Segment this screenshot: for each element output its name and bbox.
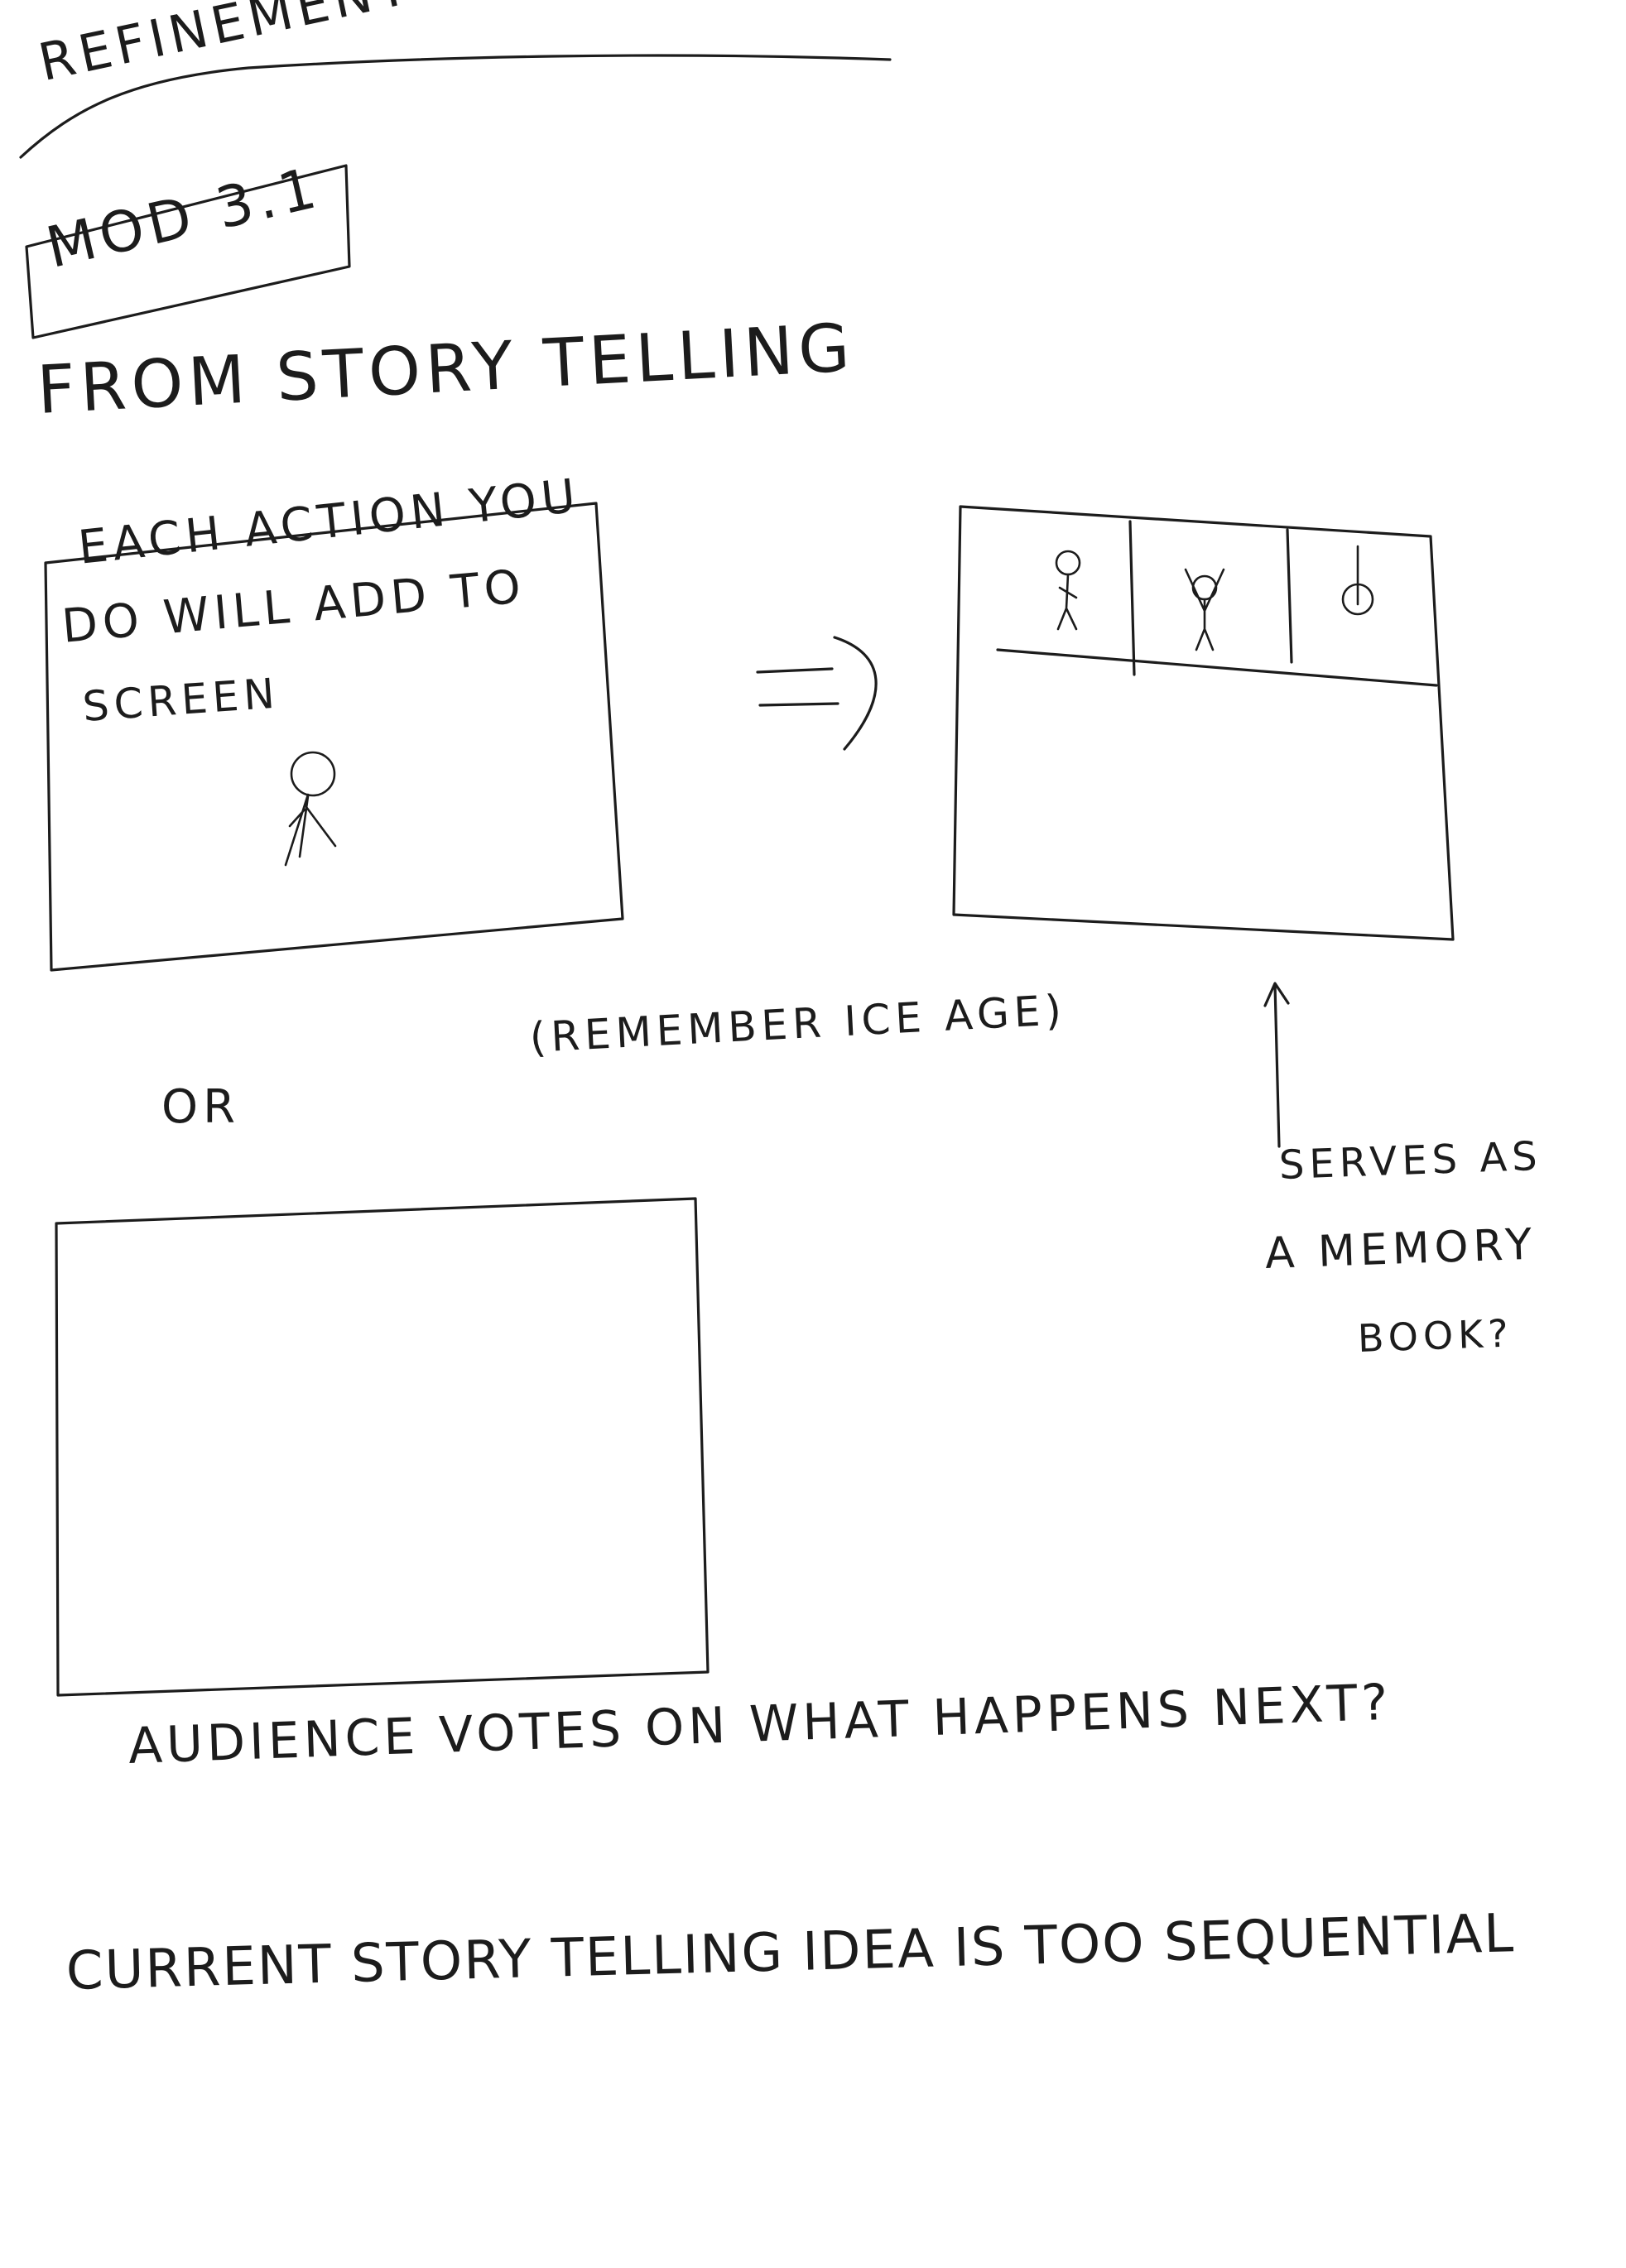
memory-note-line-3: BOOK?: [1357, 1310, 1514, 1361]
up-arrow-icon: [1263, 982, 1290, 1148]
frame-3: [55, 1197, 710, 1697]
frame-2-top-row-divider: [996, 648, 1438, 687]
frame-1: [44, 502, 624, 972]
memory-note-line-2: A MEMORY: [1263, 1219, 1538, 1279]
transition-arrow-icon: [756, 636, 878, 751]
mini-figure-2-icon: [1184, 568, 1225, 651]
frame-2-panel-divider-1: [1128, 520, 1136, 676]
or-label: OR: [161, 1080, 240, 1134]
module-box: [25, 164, 351, 339]
frame-2: [952, 505, 1455, 941]
memory-note-line-1: SERVES AS: [1278, 1132, 1543, 1189]
mini-figure-1-icon: [1055, 550, 1081, 631]
title-underline: [19, 54, 892, 159]
stick-figure-icon: [284, 751, 337, 867]
frame-2-panel-divider-2: [1286, 528, 1293, 664]
mini-figure-3-icon: [1341, 545, 1374, 616]
